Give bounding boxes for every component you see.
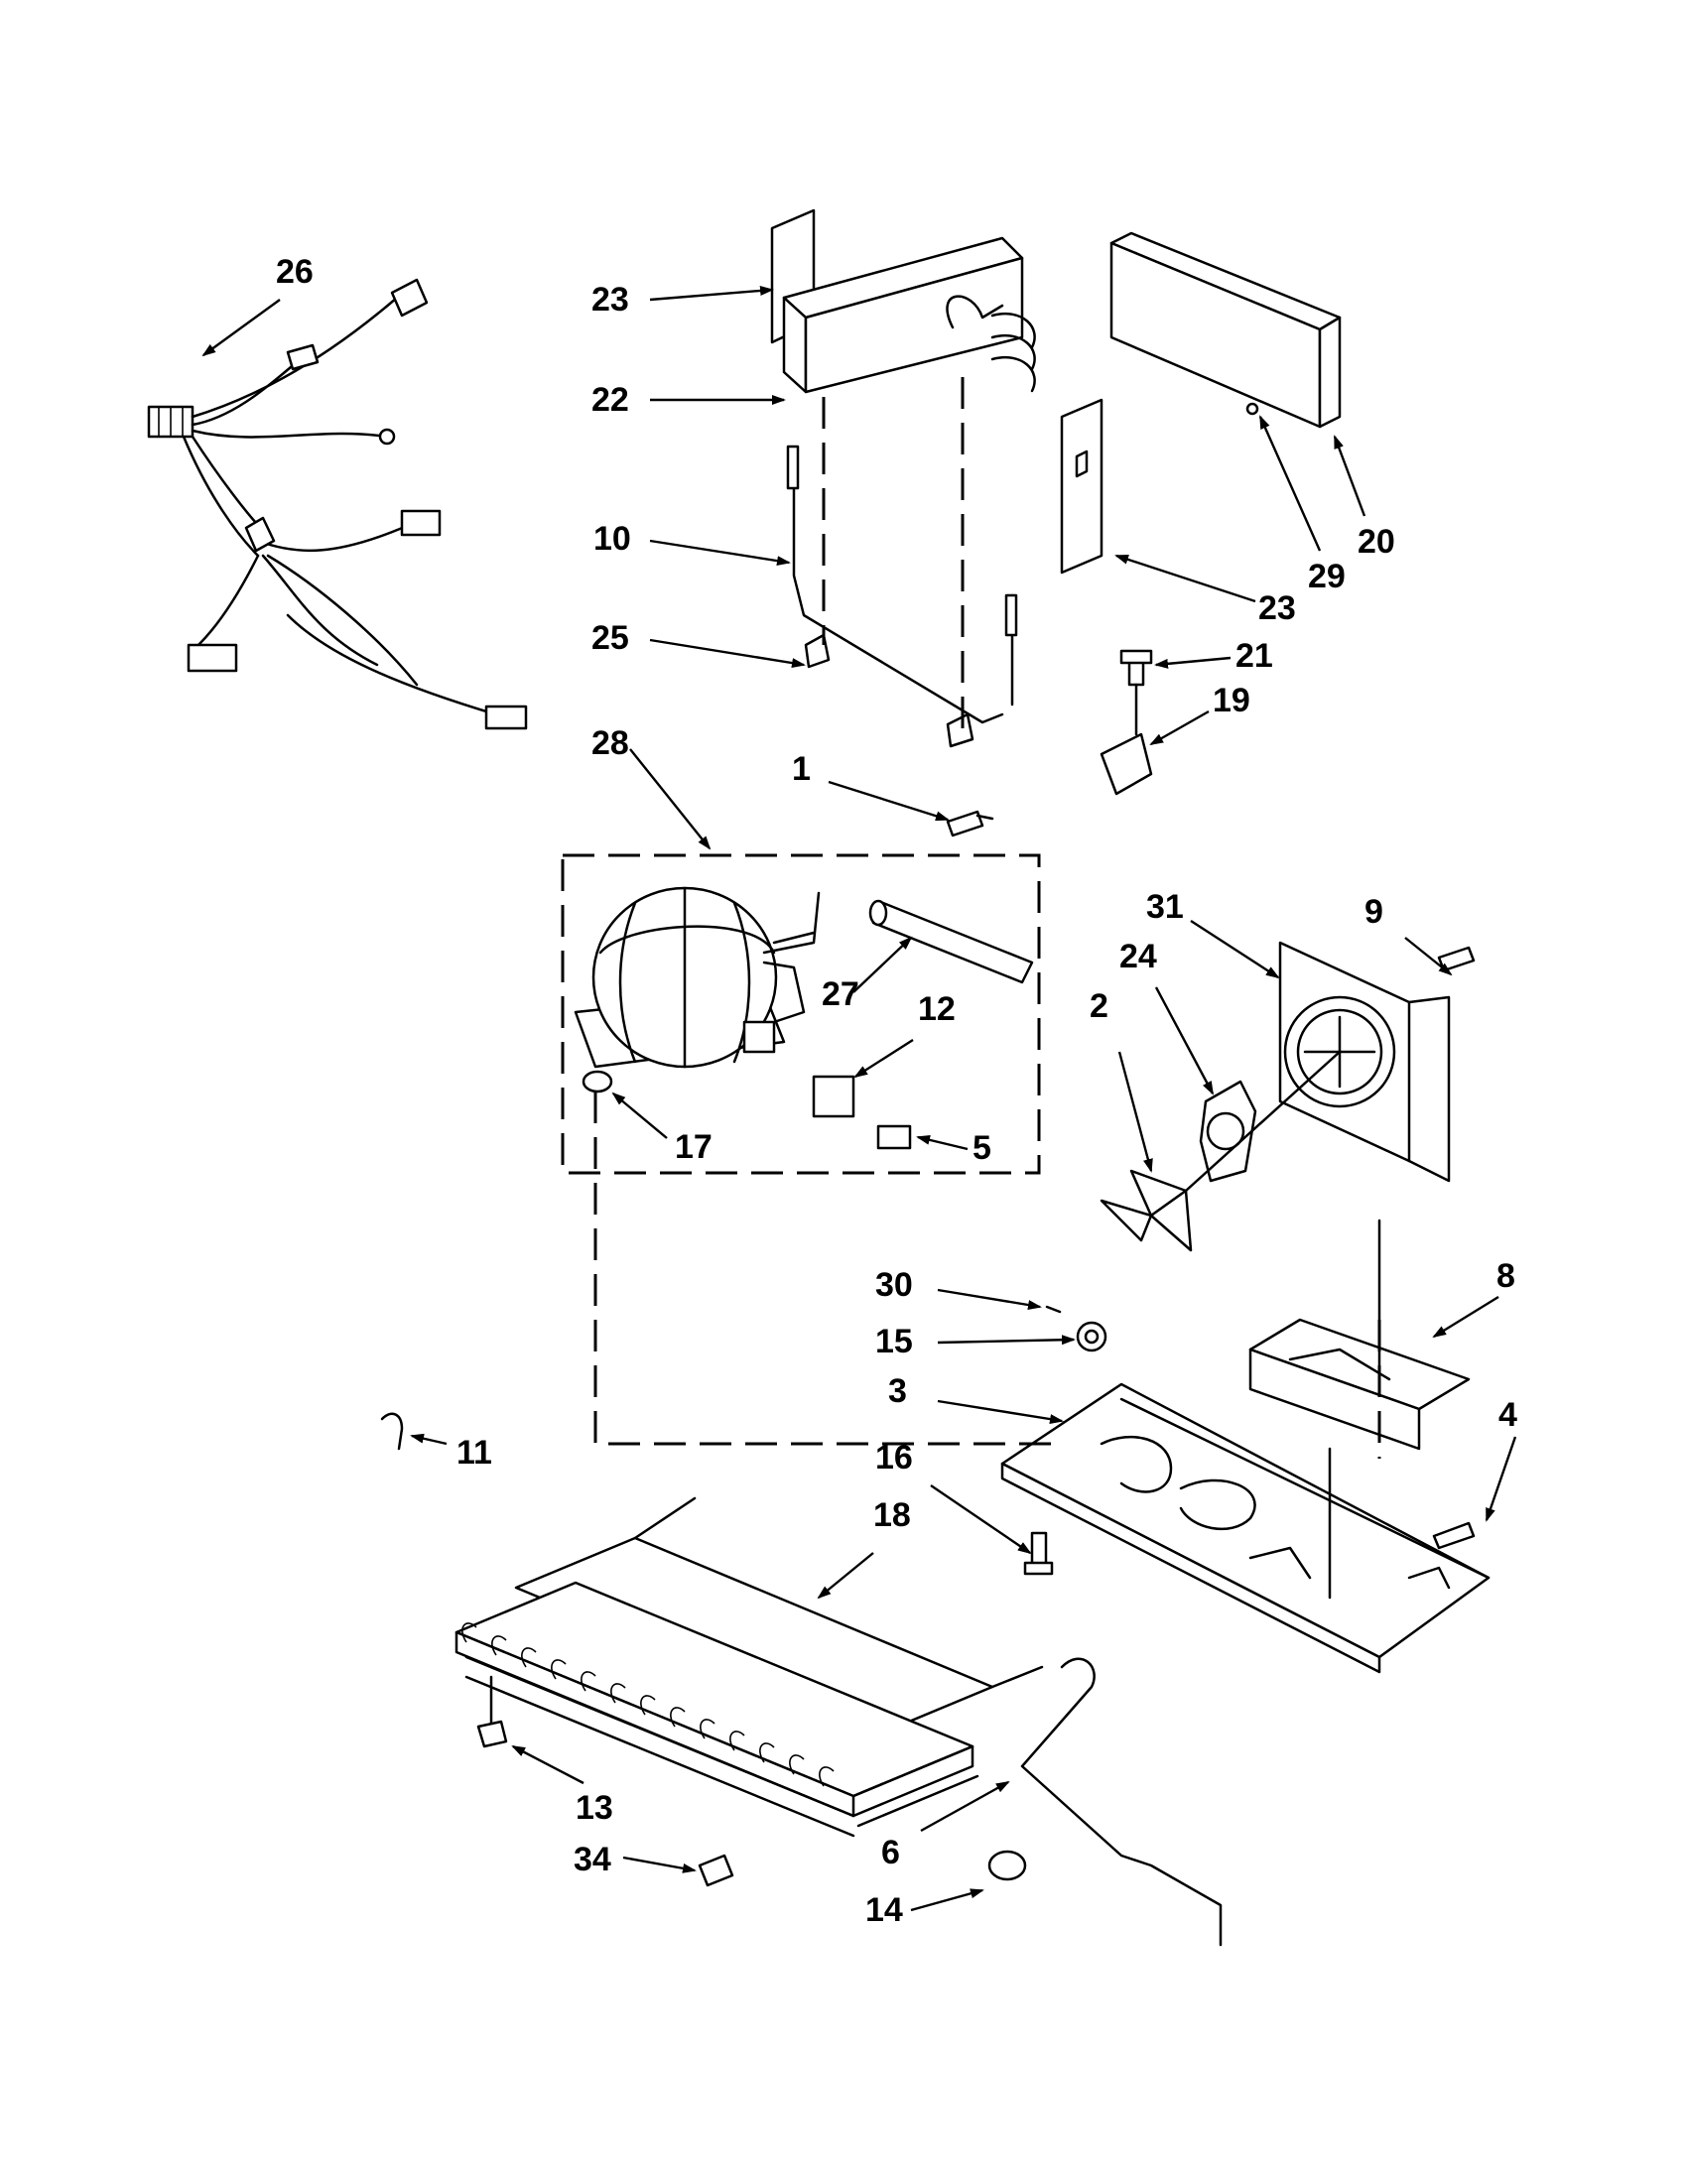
wire-harness	[147, 278, 528, 730]
callout-12: 12	[918, 990, 956, 1028]
callout-27: 27	[822, 975, 859, 1013]
screws	[1023, 1521, 1476, 1576]
clip-and-screw	[1100, 649, 1153, 796]
callout-4: 4	[1498, 1396, 1517, 1434]
screw-1	[946, 810, 994, 837]
grommet-and-plug	[1045, 1305, 1107, 1352]
callout-31: 31	[1146, 888, 1184, 926]
base-plate	[1000, 1382, 1491, 1674]
compressor-assembly	[561, 853, 1041, 1175]
clip-13	[476, 1675, 508, 1748]
callout-34: 34	[574, 1841, 611, 1878]
callout-labels: 26 23 22 10 25 28 1 20 29 23 21 19 27 12…	[276, 253, 1517, 1929]
callout-16: 16	[875, 1439, 913, 1477]
callout-28: 28	[591, 724, 629, 762]
callout-13: 13	[576, 1789, 613, 1827]
callout-15: 15	[875, 1323, 913, 1360]
condenser-coil	[454, 1496, 1044, 1838]
callout-5: 5	[973, 1129, 991, 1167]
callout-6: 6	[881, 1834, 900, 1871]
callout-21: 21	[1235, 637, 1273, 675]
callout-11: 11	[456, 1434, 492, 1472]
callout-10: 10	[593, 520, 631, 558]
callout-20: 20	[1358, 523, 1395, 561]
fittings	[698, 1850, 1027, 1887]
callout-23-top: 23	[591, 281, 629, 319]
callout-18: 18	[873, 1496, 911, 1534]
refrigerant-line	[593, 1092, 1052, 1446]
evaporator-assembly	[770, 208, 1103, 575]
callout-26: 26	[276, 253, 314, 291]
callout-19: 19	[1213, 682, 1250, 719]
callout-23-right: 23	[1258, 589, 1296, 627]
callout-8: 8	[1496, 1257, 1515, 1295]
callout-17: 17	[675, 1128, 713, 1166]
callout-30: 30	[875, 1266, 913, 1304]
leader-lines	[201, 285, 1517, 1912]
drain-tube	[1020, 1657, 1223, 1947]
callout-22: 22	[591, 381, 629, 419]
clip-11	[380, 1412, 404, 1451]
callout-29: 29	[1308, 558, 1346, 595]
callout-24: 24	[1119, 938, 1157, 975]
callout-3: 3	[888, 1372, 907, 1410]
mounting-bracket	[1248, 1219, 1471, 1459]
evaporator-cover	[1109, 231, 1342, 429]
defrost-heater	[786, 377, 1018, 748]
callout-25: 25	[591, 619, 629, 657]
callout-9: 9	[1364, 893, 1383, 931]
callout-14: 14	[865, 1891, 903, 1929]
callout-2: 2	[1090, 987, 1108, 1025]
callout-1: 1	[792, 750, 811, 788]
